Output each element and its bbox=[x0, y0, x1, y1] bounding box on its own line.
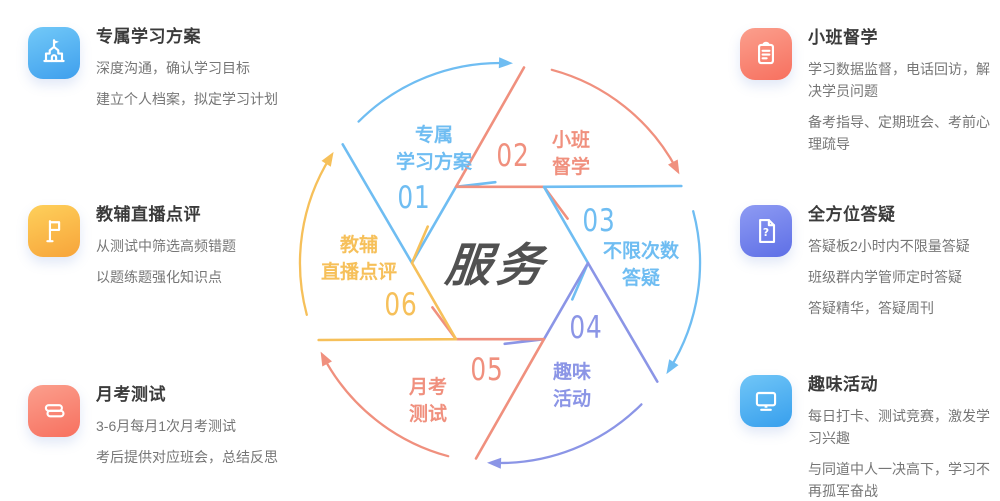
feature-line: 备考指导、定期班会、考前心理疏导 bbox=[808, 114, 990, 152]
wheel-arrow-03 bbox=[668, 210, 702, 371]
wheel-arrow-06 bbox=[298, 155, 332, 316]
wheel-arrowhead-02 bbox=[668, 159, 680, 175]
feature-line: 与同道中人一决高下，学习不再孤军奋战 bbox=[808, 461, 990, 499]
wheel-arrow-02 bbox=[550, 68, 678, 171]
wheel-blade-05 bbox=[431, 306, 546, 460]
wheel-blade-01 bbox=[341, 143, 497, 265]
wheel-center-title: 服务 bbox=[442, 239, 551, 291]
feature-line: 从测试中筛选高频错题 bbox=[96, 238, 236, 254]
books-icon bbox=[28, 385, 80, 437]
wheel-number-01: 01 bbox=[397, 180, 431, 216]
wheel-arrow-04 bbox=[491, 403, 643, 465]
feature-title: 月考测试 bbox=[96, 385, 166, 404]
wheel-arrowhead-06 bbox=[321, 151, 334, 167]
wheel-blade-06 bbox=[317, 225, 458, 342]
wheel-label-01: 专属学习方案 bbox=[395, 125, 473, 173]
wheel-label-05: 月考测试 bbox=[408, 377, 448, 425]
feature-title: 专属学习方案 bbox=[96, 27, 201, 46]
feature-fun-activities: 趣味活动 每日打卡、测试竞赛，激发学习兴趣 与同道中人一决高下，学习不再孤军奋战 bbox=[740, 375, 996, 501]
wheel-number-03: 03 bbox=[582, 202, 616, 239]
svg-text:?: ? bbox=[763, 226, 769, 239]
wheel-number-05: 05 bbox=[470, 352, 504, 389]
question-doc-icon: ? bbox=[740, 205, 792, 257]
wheel-arrowhead-04 bbox=[487, 457, 502, 469]
wheel-blade-03 bbox=[542, 184, 683, 301]
wheel-arrowhead-05 bbox=[320, 351, 332, 367]
feature-line: 答疑精华，答疑周刊 bbox=[808, 300, 934, 316]
feature-title: 全方位答疑 bbox=[808, 205, 896, 224]
feature-line: 考后提供对应班会，总结反思 bbox=[96, 449, 278, 465]
feature-small-class: 小班督学 学习数据监督，电话回访，解决学员问题 备考指导、定期班会、考前心理疏导 bbox=[740, 28, 996, 164]
school-icon bbox=[28, 27, 80, 79]
wheel-arrow-05 bbox=[322, 355, 450, 458]
feature-line: 建立个人档案，拟定学习计划 bbox=[96, 91, 278, 107]
feature-title: 教辅直播点评 bbox=[96, 205, 201, 224]
wheel-label-03: 不限次数答疑 bbox=[602, 241, 680, 289]
feature-line: 深度沟通，确认学习目标 bbox=[96, 60, 250, 76]
feature-exclusive-plan: 专属学习方案 深度沟通，确认学习目标 建立个人档案，拟定学习计划 bbox=[28, 27, 311, 119]
feature-line: 答疑板2小时内不限量答疑 bbox=[808, 238, 970, 254]
clipboard-icon bbox=[740, 28, 792, 80]
wheel-arrow-01 bbox=[357, 61, 509, 123]
wheel-number-02: 02 bbox=[496, 137, 530, 174]
feature-qa: ? 全方位答疑 答疑板2小时内不限量答疑 班级群内学管师定时答疑 答疑精华，答疑… bbox=[740, 205, 996, 328]
wheel-number-06: 06 bbox=[383, 287, 418, 324]
feature-line: 每日打卡、测试竞赛，激发学习兴趣 bbox=[808, 408, 990, 446]
feature-line: 3-6月每月1次月考测试 bbox=[96, 418, 237, 434]
wheel-arrowhead-03 bbox=[666, 359, 679, 375]
wheel-label-02: 小班督学 bbox=[551, 130, 591, 178]
feature-line: 学习数据监督，电话回访，解决学员问题 bbox=[808, 61, 990, 99]
feature-title: 小班督学 bbox=[808, 28, 878, 47]
wheel-number-04: 04 bbox=[569, 309, 603, 346]
wheel-label-04: 趣味活动 bbox=[552, 362, 592, 410]
feature-line: 班级群内学管师定时答疑 bbox=[808, 269, 962, 285]
feature-live-review: 教辅直播点评 从测试中筛选高频错题 以题练题强化知识点 bbox=[28, 205, 311, 297]
monitor-icon bbox=[740, 375, 792, 427]
feature-monthly-test: 月考测试 3-6月每月1次月考测试 考后提供对应班会，总结反思 bbox=[28, 385, 311, 477]
feature-line: 以题练题强化知识点 bbox=[96, 269, 222, 285]
wheel-blade-04 bbox=[503, 261, 659, 383]
wheel-blade-02 bbox=[454, 66, 569, 220]
flag-icon bbox=[28, 205, 80, 257]
wheel-label-06: 教辅直播点评 bbox=[320, 235, 398, 283]
wheel-arrowhead-01 bbox=[498, 57, 513, 69]
feature-title: 趣味活动 bbox=[808, 375, 878, 394]
